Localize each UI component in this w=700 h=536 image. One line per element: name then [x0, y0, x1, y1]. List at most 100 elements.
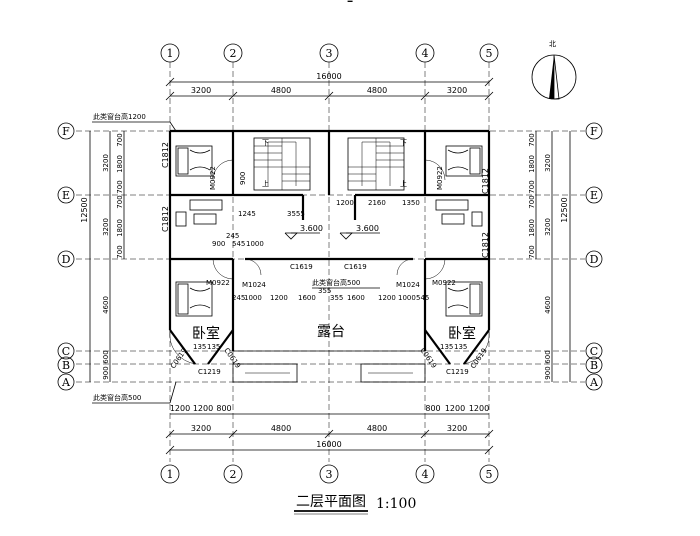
bed-bottom-right: [445, 281, 483, 317]
level-left: 3.600: [300, 224, 323, 233]
stair-left: [253, 137, 311, 191]
overall-width-top: 16000: [316, 72, 341, 81]
window-c0619-1: C0619: [169, 347, 189, 370]
window-c1812-mr: C1812: [481, 232, 490, 258]
bed-bottom-left: [175, 281, 213, 317]
window-c1219-left: C1219: [198, 368, 221, 376]
svg-text:1200: 1200: [193, 404, 213, 413]
svg-text:3200: 3200: [544, 154, 552, 172]
door-m0922-tl: M0922: [209, 166, 217, 190]
svg-text:D: D: [62, 253, 71, 266]
svg-text:3555: 3555: [287, 210, 305, 218]
svg-text:545: 545: [416, 294, 429, 302]
stair-up-right: 上: [400, 179, 407, 188]
svg-text:3200: 3200: [447, 86, 467, 95]
svg-text:1000: 1000: [244, 294, 262, 302]
grid-label-4-top: 4: [422, 47, 429, 60]
svg-text:C: C: [590, 345, 598, 358]
window-c1812-ml: C1812: [161, 206, 170, 232]
level-right: 3.600: [356, 224, 379, 233]
svg-text:600: 600: [102, 350, 110, 363]
svg-text:700: 700: [528, 180, 536, 193]
grid-label-5-bottom: 5: [486, 468, 493, 481]
svg-text:545: 545: [232, 240, 245, 248]
svg-text:700: 700: [528, 245, 536, 258]
svg-text:D: D: [590, 253, 599, 266]
grid-label-3-bottom: 3: [326, 468, 333, 481]
svg-text:1000: 1000: [398, 294, 416, 302]
svg-text:700: 700: [116, 180, 124, 193]
window-c1619-left: C1619: [290, 263, 313, 271]
svg-text:900: 900: [212, 240, 225, 248]
window-c1812-tl: C1812: [161, 142, 170, 168]
svg-text:245: 245: [232, 294, 245, 302]
dimensions-right: 12500 3200 3200 4600 600 900 700 1800 70…: [528, 131, 571, 382]
svg-text:355: 355: [318, 287, 331, 295]
door-m0922-br: M0922: [432, 279, 456, 287]
window-c0619-2: C0619: [222, 347, 242, 370]
svg-text:135: 135: [207, 343, 220, 351]
svg-text:3200: 3200: [191, 86, 211, 95]
svg-text:4800: 4800: [367, 424, 387, 433]
svg-text:4800: 4800: [367, 86, 387, 95]
svg-text:1800: 1800: [528, 155, 536, 173]
drawing-title: 二层平面图: [296, 494, 366, 510]
note-sill-500-mid: 此类窗台高500: [312, 278, 360, 287]
note-sill-500-bottom: 此类窗台高500: [93, 393, 141, 402]
window-c1812-tr: C1812: [481, 168, 490, 194]
svg-text:700: 700: [116, 245, 124, 258]
window-c0619-4: C0619: [469, 347, 489, 370]
inner-dimensions: 900 1245 3555 1200 2160 1350 900 245 545…: [193, 172, 467, 351]
svg-text:1200: 1200: [445, 404, 465, 413]
svg-text:C: C: [62, 345, 70, 358]
window-c1619-right: C1619: [344, 263, 367, 271]
svg-text:900: 900: [239, 172, 247, 185]
svg-text:3200: 3200: [544, 218, 552, 236]
door-m1024-right: M1024: [396, 281, 420, 289]
svg-text:900: 900: [544, 366, 552, 379]
dimensions-left: 12500 3200 3200 4600 600 900 700 1800 70…: [80, 131, 125, 382]
stair-up-left: 上: [262, 179, 269, 188]
grid-bubbles-bottom: 1 2 3 4 5: [160, 464, 499, 484]
svg-text:1200: 1200: [469, 404, 489, 413]
door-swings: [169, 159, 490, 365]
svg-text:1000: 1000: [246, 240, 264, 248]
terrace-label: 露台: [317, 324, 345, 340]
svg-text:1200: 1200: [336, 199, 354, 207]
window-c0619-3: C0619: [418, 347, 438, 370]
svg-text:1800: 1800: [528, 219, 536, 237]
svg-text:1800: 1800: [116, 155, 124, 173]
stair-right: [347, 137, 405, 191]
sofa-left: [175, 199, 223, 227]
dimensions-top: 16000 3200 4800 4800 3200: [165, 72, 494, 101]
bed-top-right: [445, 145, 483, 177]
svg-text:1600: 1600: [347, 294, 365, 302]
bed-top-left: [175, 145, 213, 177]
svg-text:B: B: [62, 359, 70, 372]
grid-lines-horizontal: [76, 130, 585, 383]
window-c1219-right: C1219: [446, 368, 469, 376]
svg-text:F: F: [62, 125, 70, 138]
svg-text:1245: 1245: [238, 210, 256, 218]
svg-text:━: ━: [347, 0, 353, 6]
grid-label-2-bottom: 2: [230, 468, 237, 481]
svg-text:3200: 3200: [102, 218, 110, 236]
svg-text:135: 135: [440, 343, 453, 351]
svg-text:700: 700: [116, 195, 124, 208]
svg-text:2160: 2160: [368, 199, 386, 207]
svg-text:F: F: [590, 125, 598, 138]
grid-label-4-bottom: 4: [422, 468, 429, 481]
svg-text:700: 700: [528, 195, 536, 208]
svg-text:135: 135: [454, 343, 467, 351]
svg-text:3200: 3200: [447, 424, 467, 433]
svg-text:A: A: [589, 376, 599, 389]
grid-label-1-bottom: 1: [167, 468, 174, 481]
overall-width-bottom: 16000: [316, 440, 341, 449]
svg-text:1350: 1350: [402, 199, 420, 207]
svg-text:355: 355: [330, 294, 343, 302]
svg-text:1800: 1800: [116, 219, 124, 237]
svg-text:4800: 4800: [271, 86, 291, 95]
svg-text:245: 245: [226, 232, 239, 240]
svg-text:1600: 1600: [298, 294, 316, 302]
